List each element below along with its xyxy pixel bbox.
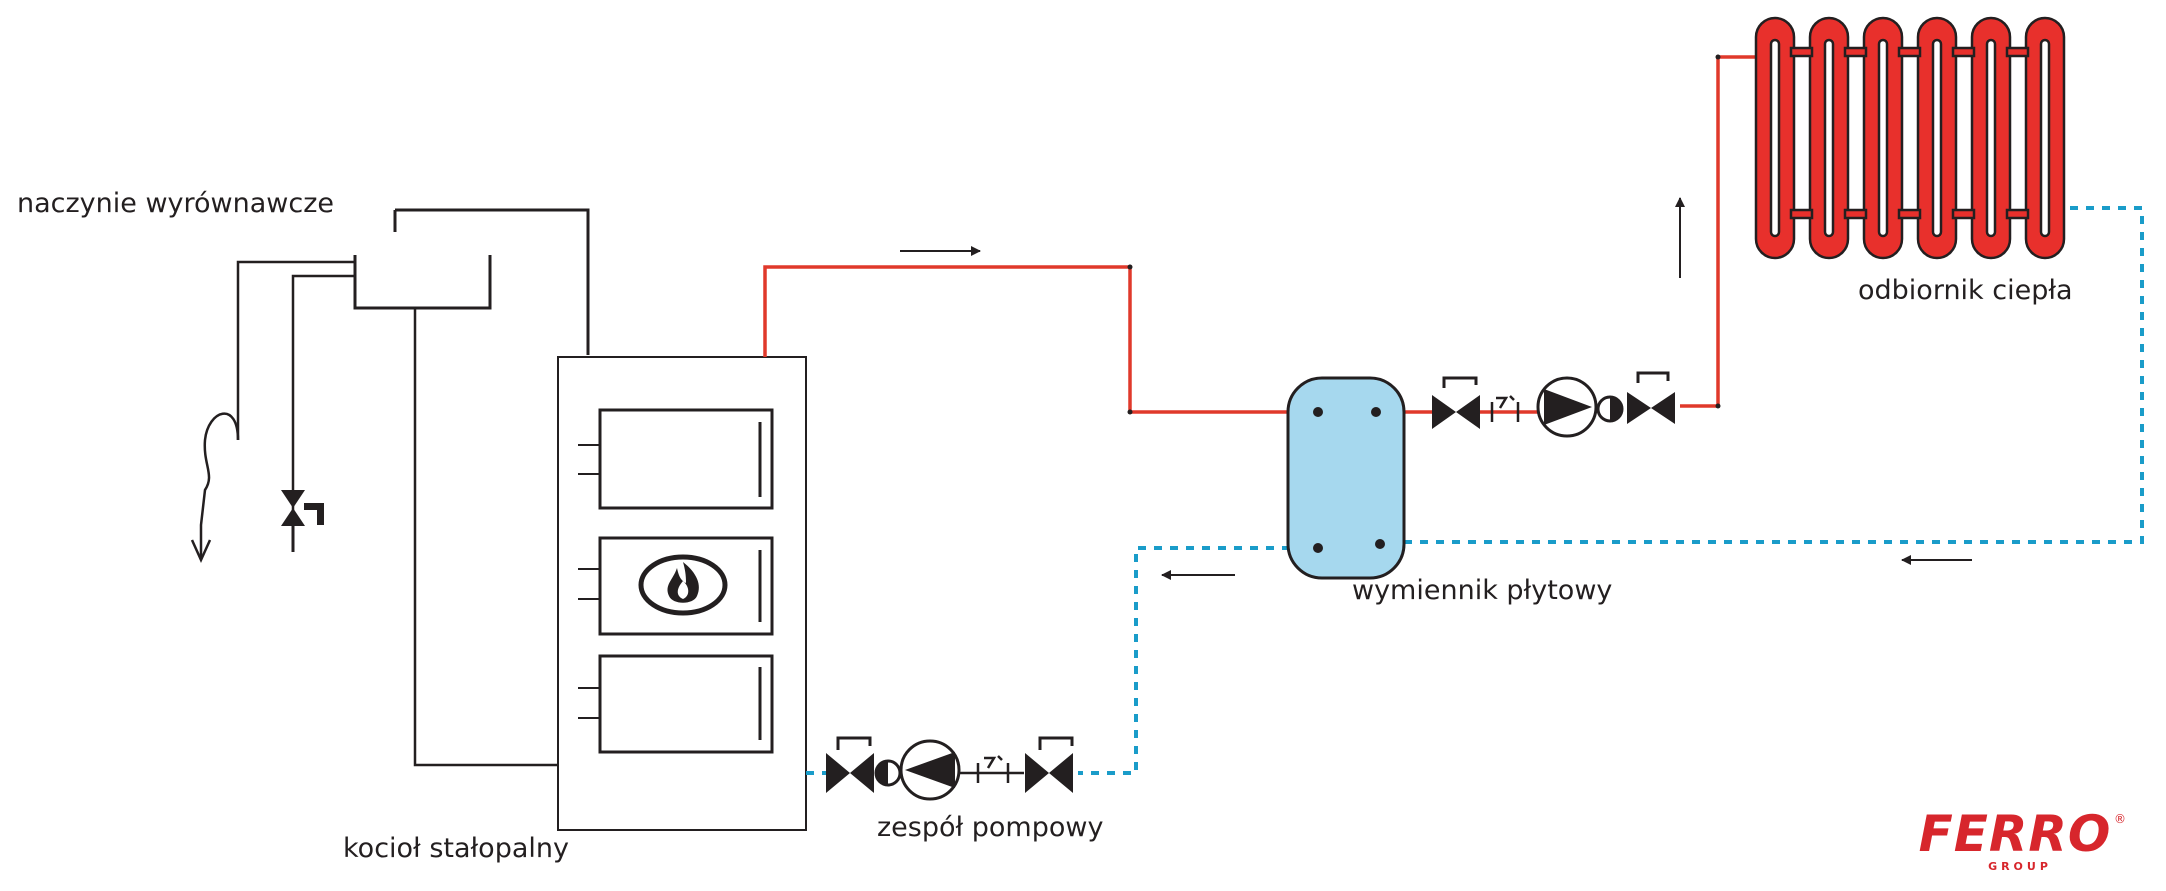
boiler-label: kocioł stałopalny	[343, 833, 569, 864]
pump-unit-label: zespół pompowy	[877, 812, 1104, 843]
ferro-logo: FERRO GROUP	[1905, 808, 2125, 873]
ferro-logo-name: FERRO	[1918, 805, 2112, 863]
ferro-logo-sub: GROUP	[1988, 860, 2052, 873]
heat-receiver-label: odbiornik ciepła	[1858, 275, 2073, 306]
supply-check-valve-icon	[1596, 395, 1624, 423]
return-filter-icon	[960, 755, 1024, 783]
supply-valve-2-icon	[1627, 371, 1675, 424]
return-check-valve-icon	[874, 759, 902, 787]
return-valve-1-icon	[826, 736, 874, 793]
drain-valve-icon	[281, 490, 324, 552]
flow-arrows	[900, 197, 1972, 580]
safety-pipes	[190, 260, 558, 767]
radiator	[1754, 16, 2066, 260]
flame-icon	[638, 554, 728, 616]
return-pipe	[806, 206, 2144, 775]
solid-fuel-boiler	[557, 356, 807, 831]
supply-pipe-joints	[1127, 54, 1721, 415]
plate-heat-exchanger	[1286, 376, 1406, 580]
expansion-vessel-label: naczynie wyrównawcze	[17, 188, 334, 219]
supply-pipe	[763, 55, 1768, 414]
plate-exchanger-label: wymiennik płytowy	[1352, 575, 1613, 606]
return-valve-2-icon	[1025, 736, 1074, 793]
registered-mark: ®	[2114, 812, 2126, 826]
return-pump-icon	[899, 739, 961, 801]
supply-pump-icon	[1536, 376, 1598, 438]
expansion-vessel	[353, 208, 590, 355]
supply-valve-1-icon	[1432, 376, 1480, 429]
supply-filter-icon	[1480, 395, 1540, 422]
